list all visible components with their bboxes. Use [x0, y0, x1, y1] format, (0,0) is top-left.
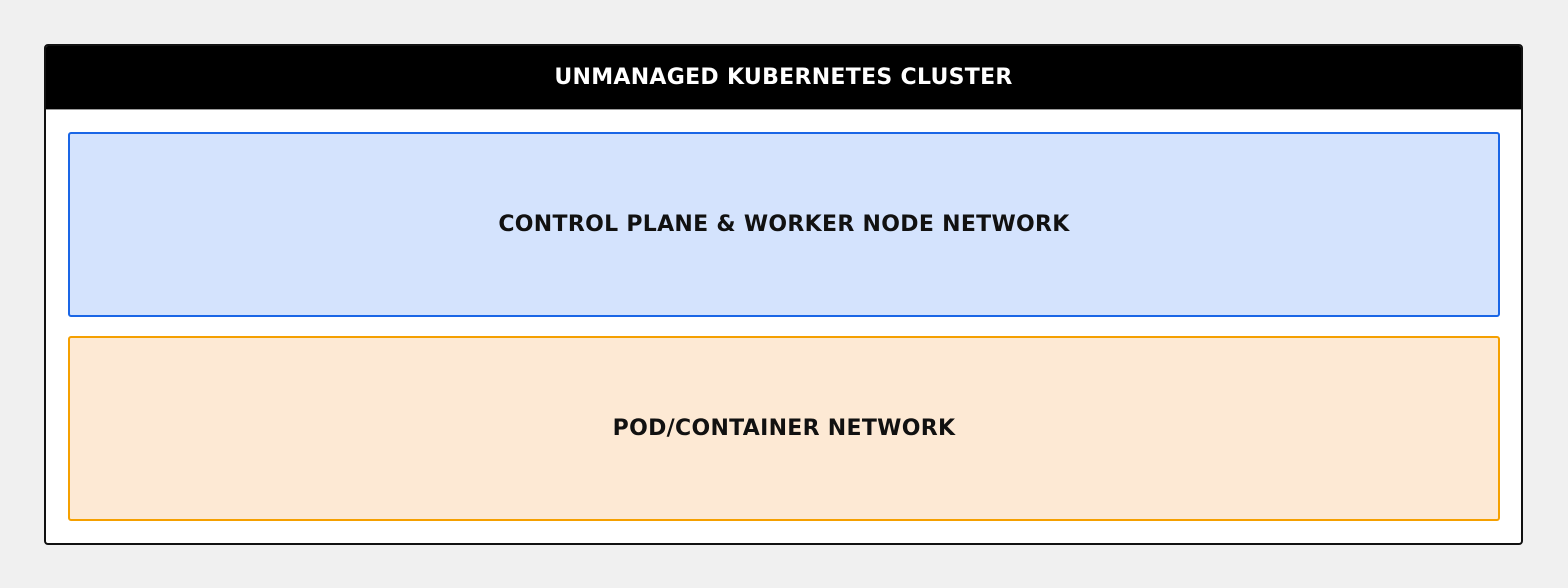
control-plane-worker-node-network: CONTROL PLANE & WORKER NODE NETWORK: [68, 132, 1500, 317]
pod-container-network: POD/CONTAINER NETWORK: [68, 336, 1500, 521]
kubernetes-cluster-container: UNMANAGED KUBERNETES CLUSTER CONTROL PLA…: [44, 44, 1523, 545]
network-label: POD/CONTAINER NETWORK: [612, 416, 956, 441]
cluster-title: UNMANAGED KUBERNETES CLUSTER: [554, 65, 1013, 90]
cluster-header: UNMANAGED KUBERNETES CLUSTER: [46, 46, 1521, 110]
network-label: CONTROL PLANE & WORKER NODE NETWORK: [498, 212, 1070, 237]
